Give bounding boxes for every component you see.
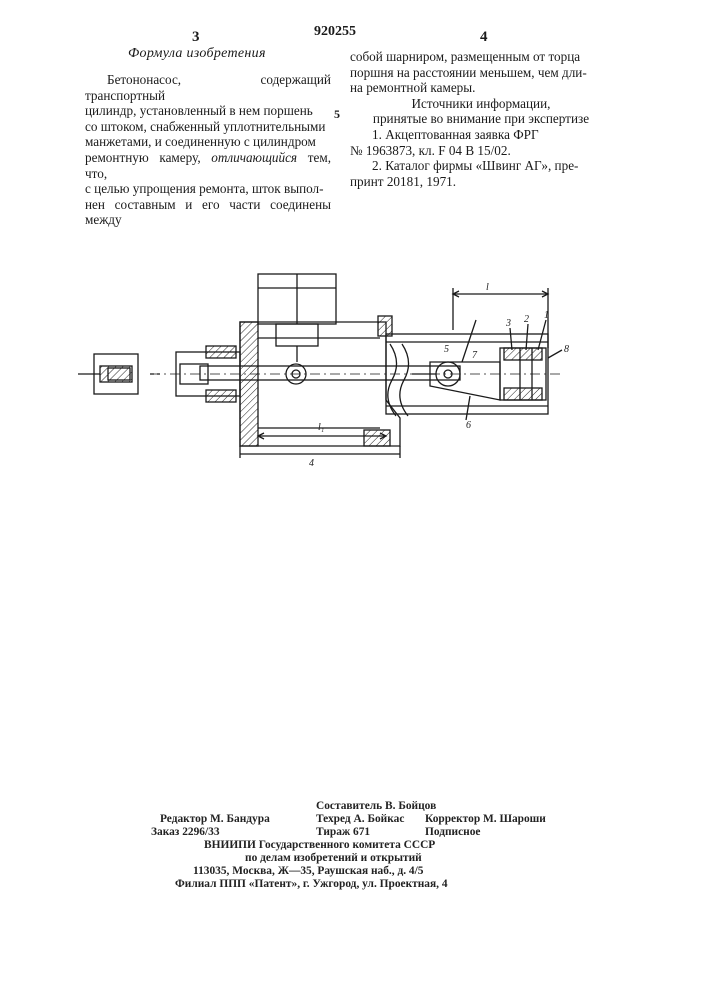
imprint-order: Заказ 2296/33 — [151, 826, 220, 839]
imprint-subscription: Подписное — [425, 826, 481, 839]
imprint-compiler: Составитель В. Бойцов — [316, 800, 436, 813]
imprint-editor: Редактор М. Бандура — [160, 813, 270, 826]
imprint-org2: по делам изобретений и открытий — [245, 852, 422, 865]
imprint-techred: Техред А. Бойкас — [316, 813, 404, 826]
imprint-org1: ВНИИПИ Государственного комитета СССР — [204, 839, 435, 852]
imprint-corrector: Корректор М. Шароши — [425, 813, 546, 826]
imprint-branch: Филиал ППП «Патент», г. Ужгород, ул. Про… — [175, 878, 448, 891]
imprint-address: 113035, Москва, Ж—35, Раушская наб., д. … — [193, 865, 423, 878]
imprint-circulation: Тираж 671 — [316, 826, 370, 839]
